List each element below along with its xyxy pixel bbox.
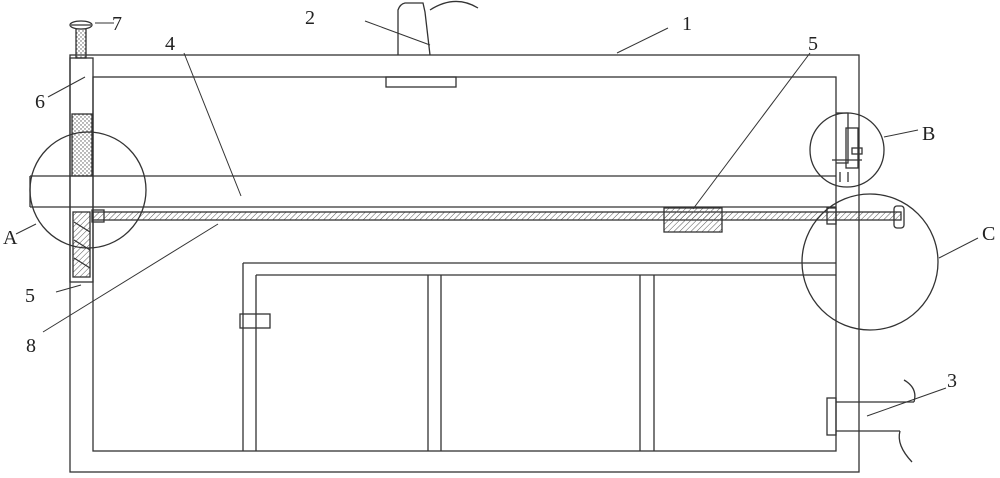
knob-screw [69,20,93,59]
label-4: 4 [165,33,175,55]
label-2: 2 [305,7,315,29]
label-B: B [922,123,935,145]
inner-chamber [92,76,837,452]
leader-lines [15,20,979,417]
detail-circle-A [29,131,147,249]
label-8: 8 [26,335,36,357]
label-A: A [3,227,18,249]
horizontal-beam [29,175,836,208]
label-1: 1 [682,13,692,35]
label-7: 7 [112,13,122,35]
internal-compartments [239,262,836,451]
label-5-left: 5 [25,285,35,307]
threaded-rod [91,205,905,233]
label-5-top: 5 [808,33,818,55]
outlet-pipe [826,379,916,463]
label-C: C [982,223,995,245]
label-6: 6 [35,91,45,113]
detail-circle-B [809,112,885,188]
detail-circle-C [801,193,939,331]
top-inlet-pipe [385,0,479,88]
label-3: 3 [947,370,957,392]
